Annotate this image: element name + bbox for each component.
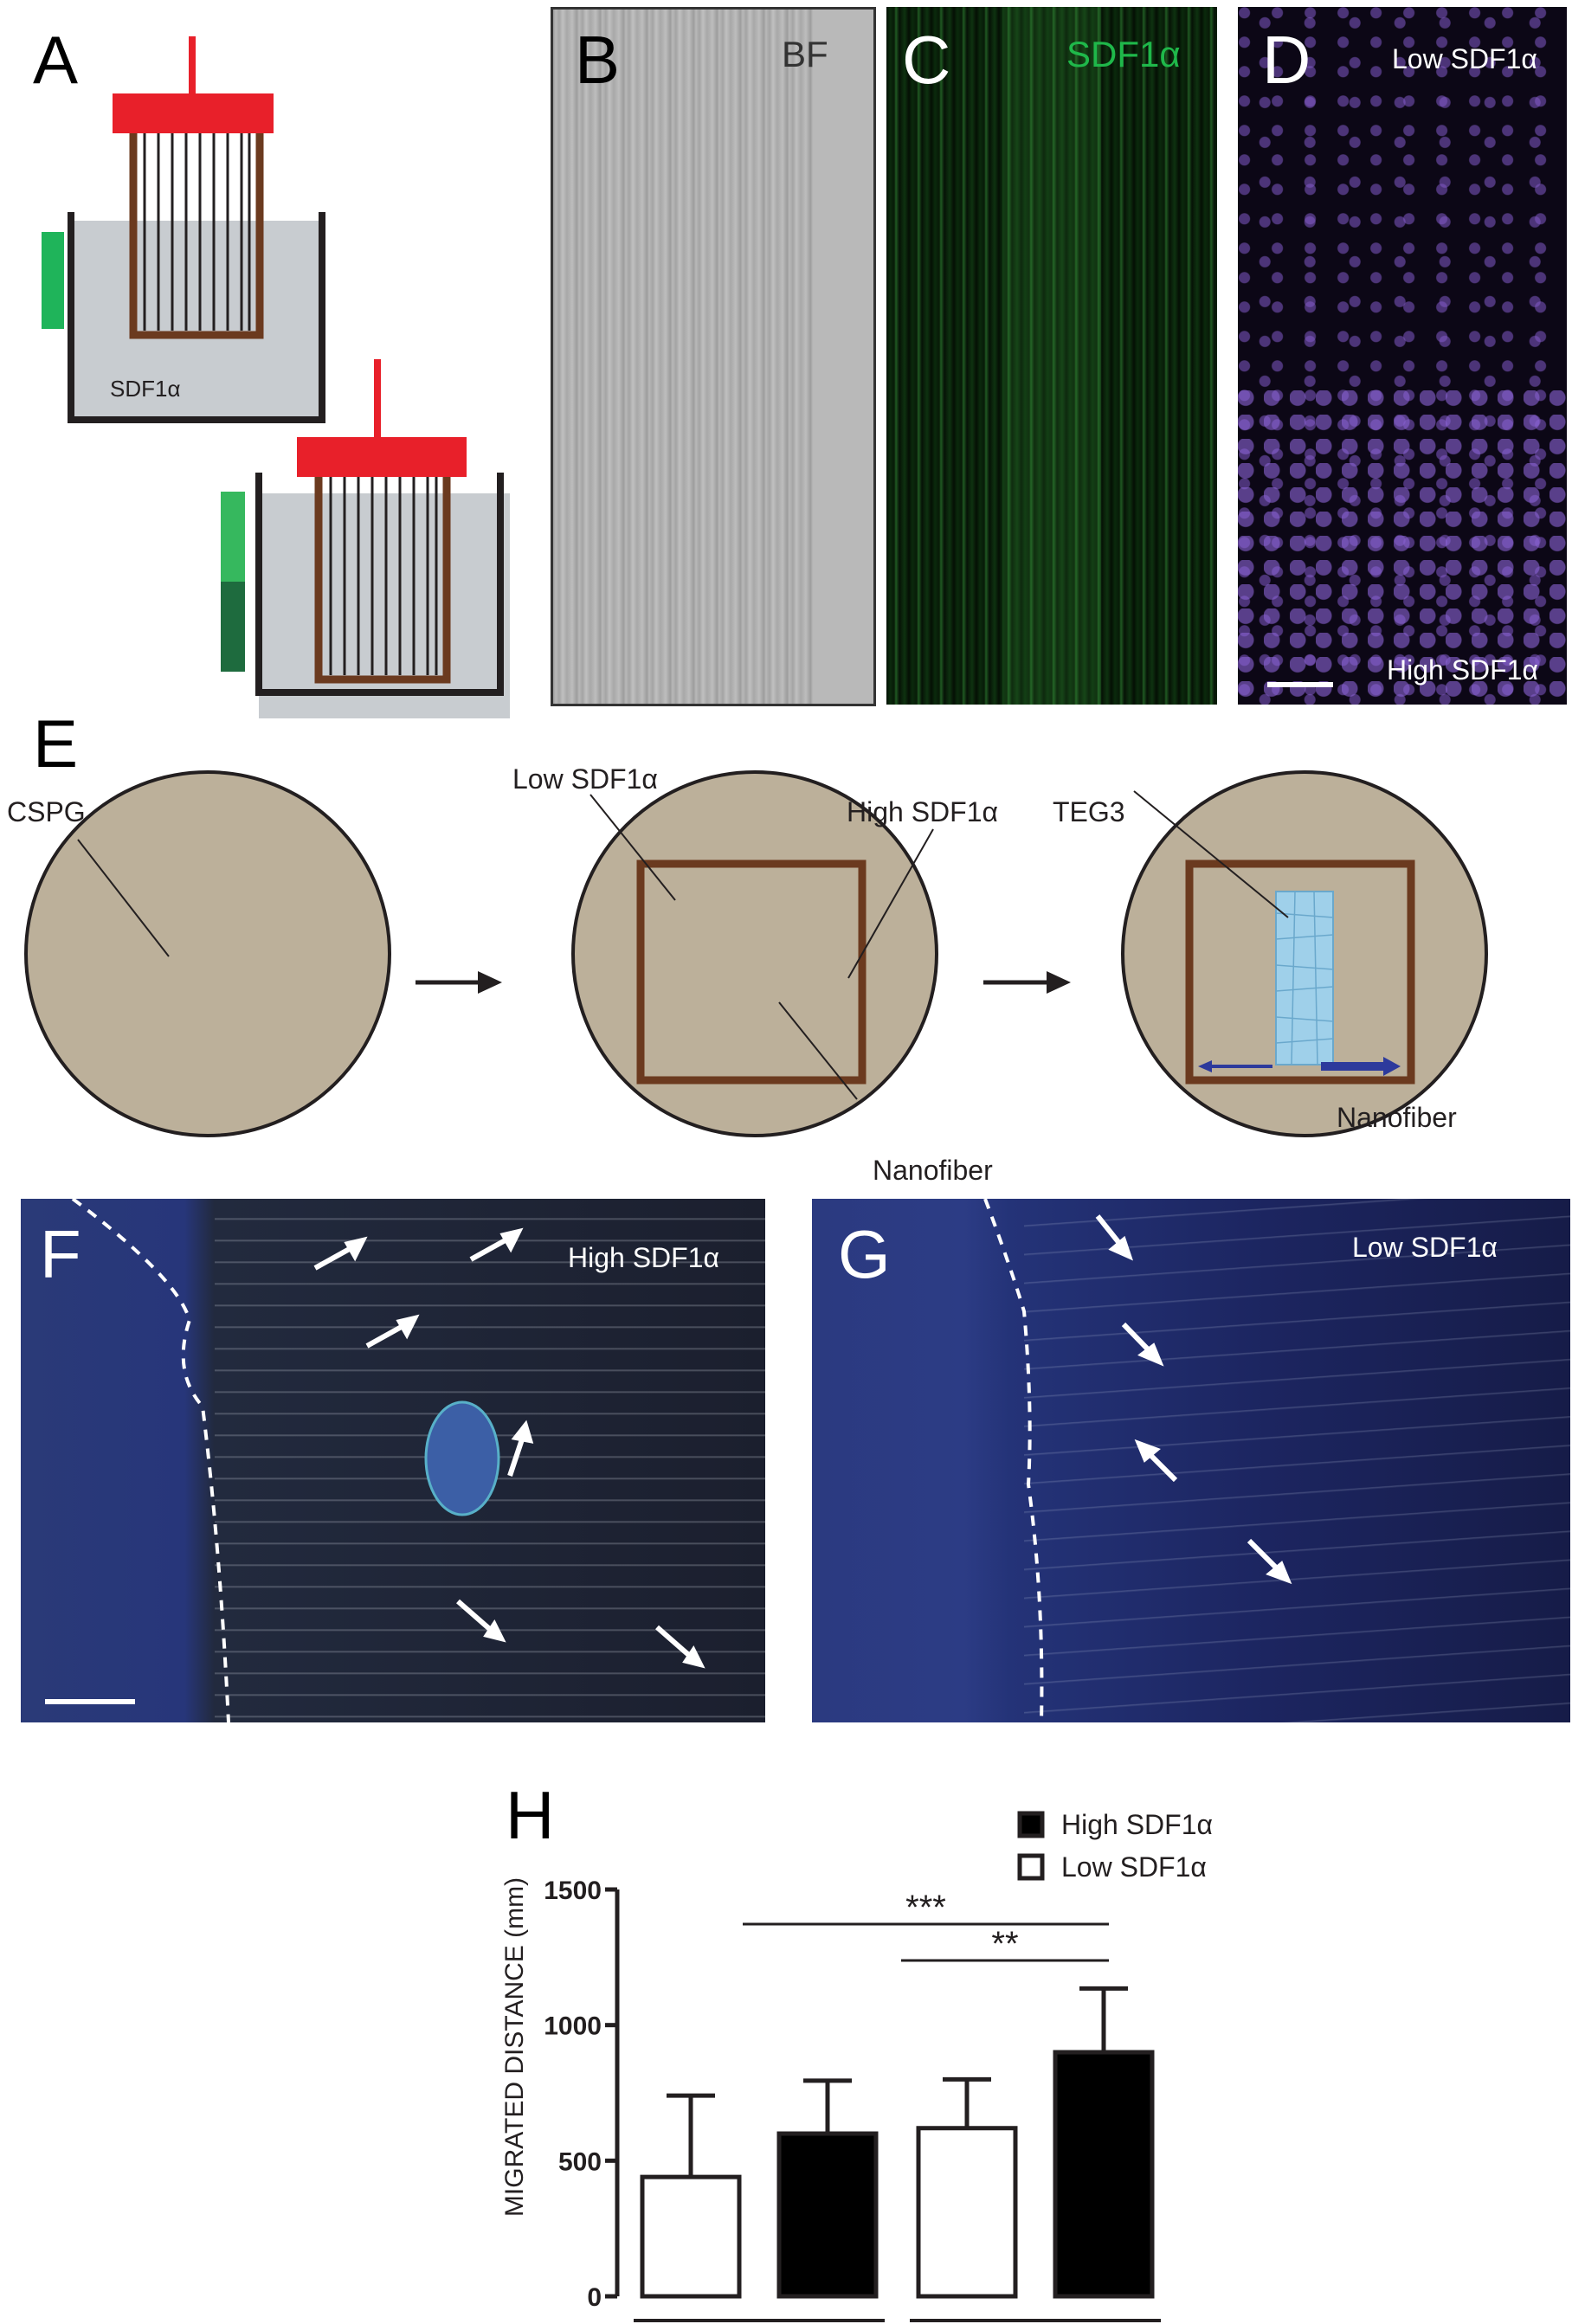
panel-e-low-label: Low SDF1α	[512, 763, 658, 795]
panel-a-solution-label: SDF1α	[110, 376, 181, 402]
panel-d-top-label: Low SDF1α	[1392, 43, 1537, 74]
bar-high-sdf1α-4-div	[776, 2131, 879, 2299]
panel-e-letter: E	[33, 705, 79, 782]
panel-b-channel-label: BF	[782, 34, 828, 74]
panel-e-teg3-label: TEG3	[1053, 796, 1125, 827]
panel-d-bottom-label: High SDF1α	[1387, 654, 1538, 686]
panel-f-label: High SDF1α	[568, 1242, 719, 1273]
bar-low-sdf1α-4-div	[640, 2174, 742, 2299]
nanofiber-label: Nanofiber	[1337, 1102, 1457, 1133]
teg3-cells	[1275, 891, 1334, 1065]
panel-e-high-label: High SDF1α	[847, 796, 998, 827]
panel-e-cspg-label: CSPG	[7, 796, 86, 827]
legend-label: Low SDF1α	[1061, 1851, 1207, 1883]
panel-d-fluorescence-image	[1238, 7, 1567, 705]
legend-swatch	[1017, 1853, 1045, 1881]
panel-f-microscopy-image	[21, 1199, 765, 1722]
panel-h-letter: H	[506, 1777, 555, 1853]
panel-f-letter: F	[40, 1216, 81, 1292]
y-tick-label: 500	[558, 2147, 602, 2176]
green-bar-icon	[42, 232, 64, 329]
scale-bar	[1267, 682, 1333, 687]
significance-label: ***	[905, 1889, 946, 1927]
panel-g-label: Low SDF1α	[1352, 1232, 1498, 1263]
panel-c-channel-label: SDF1α	[1066, 34, 1181, 74]
bar-chart: MIGRATED DISTANCE (mm) 0500100015004 DIV…	[500, 1809, 1213, 2322]
legend-label: High SDF1α	[1061, 1809, 1213, 1840]
holder-icon	[113, 93, 274, 133]
panel-e-diagram: Nanofiber	[24, 770, 1488, 1137]
y-tick-label: 0	[587, 2283, 602, 2312]
panel-a-letter: A	[33, 22, 79, 98]
y-axis-label: MIGRATED DISTANCE (mm)	[500, 1877, 529, 2217]
panel-a-diagram	[42, 36, 510, 718]
bar-high-sdf1α-6-div	[1053, 2050, 1155, 2299]
panel-g-microscopy-image	[812, 1199, 1570, 1722]
panel-c-letter: C	[902, 22, 951, 98]
panel-b-letter: B	[575, 22, 621, 98]
panel-c-fluorescence-image	[886, 7, 1217, 705]
y-tick-label: 1500	[544, 1877, 602, 1905]
bar-low-sdf1α-6-div	[916, 2126, 1018, 2299]
panel-b-brightfield-image	[551, 7, 876, 706]
legend-swatch	[1017, 1811, 1045, 1838]
panel-g-letter: G	[838, 1216, 891, 1292]
panel-d-letter: D	[1262, 22, 1311, 98]
y-tick-label: 1000	[544, 2012, 602, 2041]
scale-bar	[45, 1699, 135, 1704]
significance-label: **	[991, 1925, 1018, 1963]
panel-e-nanofiber-label: Nanofiber	[873, 1155, 993, 1186]
